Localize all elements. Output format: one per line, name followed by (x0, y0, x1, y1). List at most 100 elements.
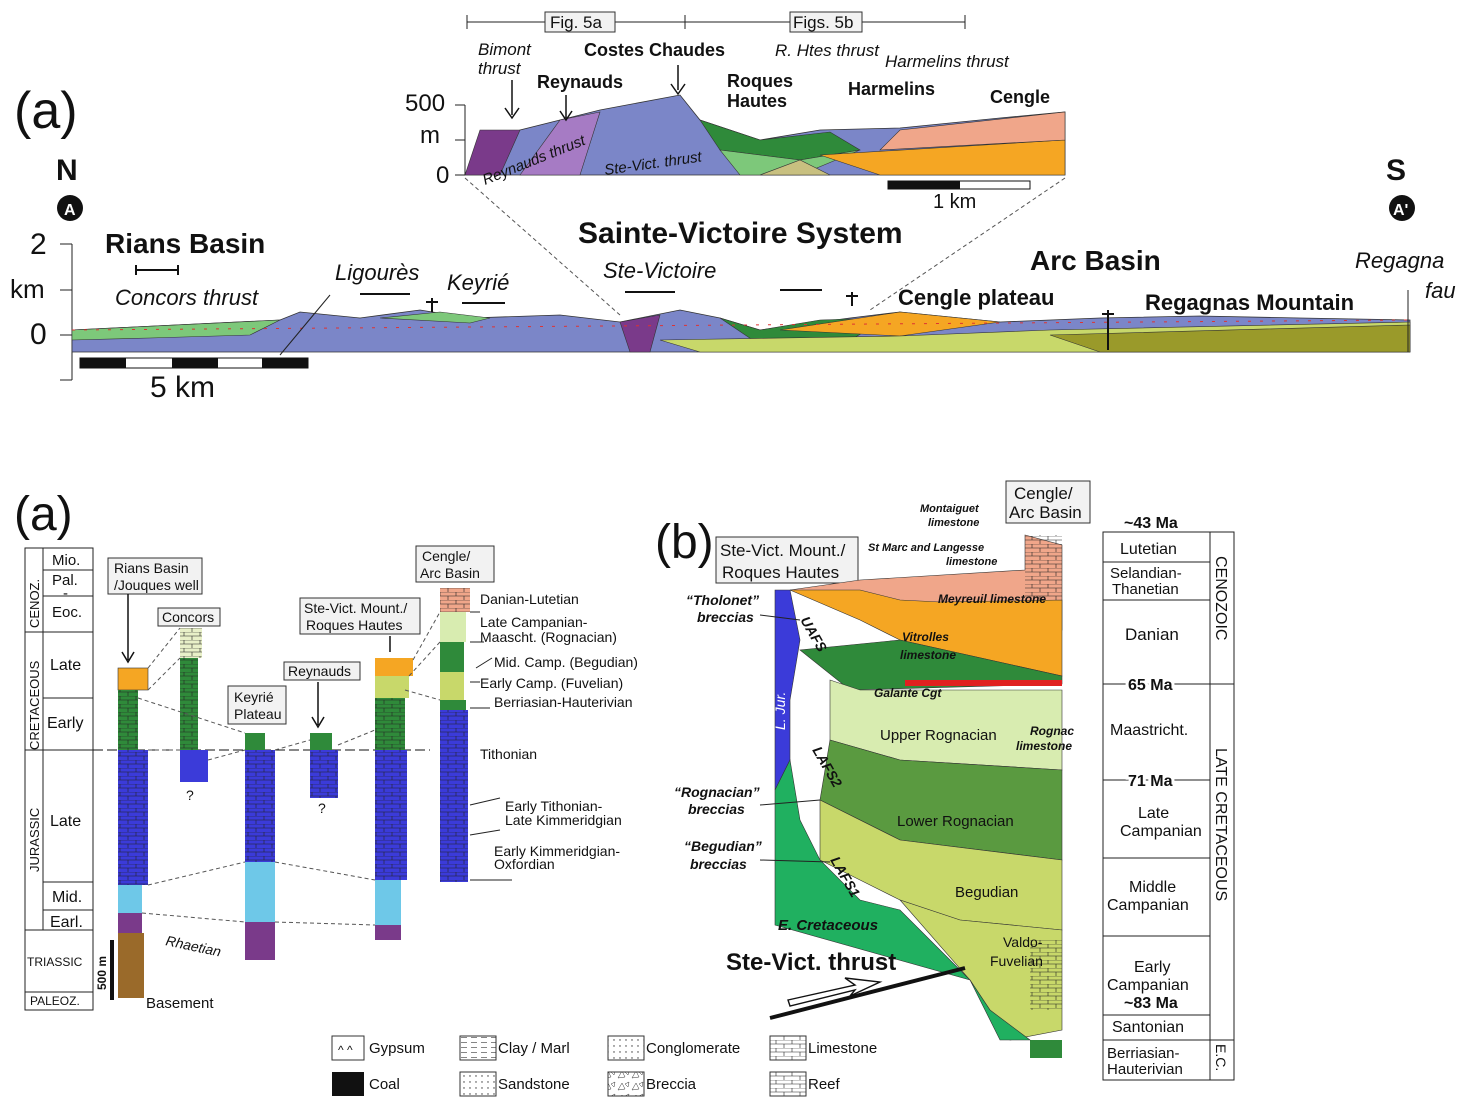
point-a-prime-label: A' (1393, 202, 1408, 219)
st-marc-1: St Marc and Langesse (868, 542, 984, 554)
bottom-a-timescale: CENOZ. CRETACEOUS JURASSIC TRIASSIC PALE… (24, 547, 94, 1011)
clay-swatch (459, 1035, 497, 1061)
period-mid: Mid. (52, 889, 82, 906)
legend-clay: Clay / Marl (498, 1040, 570, 1057)
column-label-reynauds: Reynauds (288, 663, 351, 679)
begudian-label: Begudian (955, 884, 1018, 901)
column-label-rians-1: Rians Basin (114, 560, 189, 576)
berr-1: Berriasian- (1107, 1045, 1180, 1062)
column-cengle-arc-basin: Cengle/ Arc Basin (415, 545, 495, 882)
cengle-label: Cengle (990, 87, 1050, 107)
lutetian-label: Lutetian (1120, 541, 1177, 558)
galante-label: Galante Cgt (874, 686, 942, 700)
panel-b-cengle-1: Cengle/ (1014, 484, 1073, 503)
begudian-1: “Begudian” (684, 838, 762, 854)
concors-thrust-label: Concors thrust (115, 285, 259, 310)
scale-km: km (10, 274, 45, 304)
column-label-keyrie-1: Keyrié (234, 689, 274, 705)
regagnas-fault-label-1: Regagna (1355, 248, 1444, 273)
early-camp-1: Early (1134, 959, 1170, 976)
legend-gypsum: Gypsum (369, 1040, 425, 1057)
era-jurassic: JURASSIC (27, 808, 42, 872)
stage-early-tithonian-1: Early Tithonian- (505, 798, 603, 814)
hautes-label: Hautes (727, 91, 787, 111)
period-dash: - (63, 585, 68, 602)
bottom-b-panel-label: (b) (655, 516, 714, 569)
column-label-stevict-2: Roques Hautes (306, 617, 403, 633)
stage-early-kimm-1: Early Kimmeridgian- (494, 843, 620, 859)
bottom-a-panel-label: (a) (14, 488, 73, 541)
era-triassic: TRIASSIC (27, 955, 83, 969)
stage-tithonian: Tithonian (480, 746, 537, 762)
north-label: N (56, 154, 78, 187)
regagnas-fault-label-2: fau (1425, 278, 1456, 303)
inset-cross-section: Fig. 5a Figs. 5b 500 m 0 Bimont thrust C… (405, 11, 1066, 213)
santonian-label: Santonian (1112, 1019, 1184, 1036)
rognacian-2: breccias (688, 801, 745, 817)
legend-limestone: Limestone (808, 1040, 877, 1057)
inset-scale-label: 1 km (933, 191, 976, 213)
l-jur-label: L. Jur. (772, 692, 788, 730)
mid-camp-2: Campanian (1107, 897, 1189, 914)
stage-late-campanian-1: Late Campanian- (480, 614, 588, 630)
sandstone-swatch (459, 1071, 497, 1097)
column-rians-basin: 500 m Rians Basin /Jouques well Basement… (95, 557, 223, 1012)
harmelins-label: Harmelins (848, 79, 935, 99)
period-eoc: Eoc. (52, 604, 82, 621)
panel-b-diagram: (b) Ste-Vict. Mount./ Roques Hautes Ceng… (655, 480, 1235, 1081)
r-htes-thrust-label: R. Htes thrust (775, 41, 880, 60)
e-cretaceous-label: E. Cretaceous (778, 917, 878, 934)
period-pal: Pal. (52, 572, 78, 589)
uafs-label: UAFS (797, 614, 830, 656)
rognac-2: limestone (1016, 739, 1072, 753)
bimont-label: Bimont (478, 40, 532, 59)
column-ste-victoire: Ste-Vict. Mount./ Roques Hautes (299, 597, 421, 940)
basement-label: Basement (146, 995, 214, 1012)
conglomerate-swatch (607, 1035, 645, 1061)
sainte-victoire-system-label: Sainte-Victoire System (578, 217, 903, 250)
late-camp-2: Campanian (1120, 823, 1202, 840)
limestone-swatch (769, 1035, 807, 1061)
top-panel-label: (a) (14, 82, 78, 140)
berr-2: Hauterivian (1107, 1061, 1183, 1078)
bimont-thrust-label: thrust (478, 59, 522, 78)
galante-red (905, 680, 1062, 686)
period-mio: Mio. (52, 552, 80, 569)
legend-coal: Coal (369, 1076, 400, 1093)
ma65-label: 65 Ma (1128, 677, 1173, 694)
point-a-label: A (64, 202, 76, 219)
cengle-plateau-label: Cengle plateau (898, 285, 1054, 310)
gypsum-swatch (331, 1035, 365, 1061)
ma43-label: ~43 Ma (1124, 515, 1178, 532)
scale-500m: 500 m (95, 956, 109, 990)
stage-berriasian: Berriasian-Hauterivian (494, 694, 633, 710)
column-concors: ? Concors (157, 607, 221, 803)
inset-extent-line (466, 15, 966, 29)
roques-label: Roques (727, 71, 793, 91)
panel-b-cengle-2: Arc Basin (1009, 503, 1082, 522)
syncline-symbol (135, 265, 179, 275)
lower-rognacian-label: Lower Rognacian (897, 813, 1014, 830)
era-cretaceous: CRETACEOUS (27, 660, 42, 750)
fig5b-label: Figs. 5b (793, 13, 853, 32)
coal-swatch (332, 1072, 364, 1096)
late-camp-1: Late (1138, 805, 1169, 822)
stage-labels: Danian-Lutetian Late Campanian- Maascht.… (469, 591, 638, 881)
legend-breccia: Breccia (646, 1076, 697, 1093)
breccia-swatch (607, 1071, 645, 1097)
period-early-cret: Early (47, 715, 83, 732)
panel-b-timescale: ~43 Ma Lutetian Selandian- Thanetian Dan… (1102, 515, 1235, 1081)
inset-salmon (879, 111, 1066, 151)
inset-y500: 500 (405, 90, 445, 117)
column-keyrie-plateau: Keyrié Plateau (227, 685, 287, 960)
panel-b-stevict-1: Ste-Vict. Mount./ (720, 541, 846, 560)
stage-early-tithonian-2: Late Kimmeridgian (505, 812, 622, 828)
ligoures-label: Ligourès (335, 260, 419, 285)
valdo-1: Valdo- (1003, 934, 1043, 950)
south-label: S (1386, 154, 1406, 187)
meyreuil-label: Meyreuil limestone (938, 592, 1046, 606)
reef-swatch (769, 1071, 807, 1097)
mid-camp-1: Middle (1129, 879, 1176, 896)
costes-chaudes-label: Costes Chaudes (584, 40, 725, 60)
keyrie-label: Keyrié (447, 270, 509, 295)
